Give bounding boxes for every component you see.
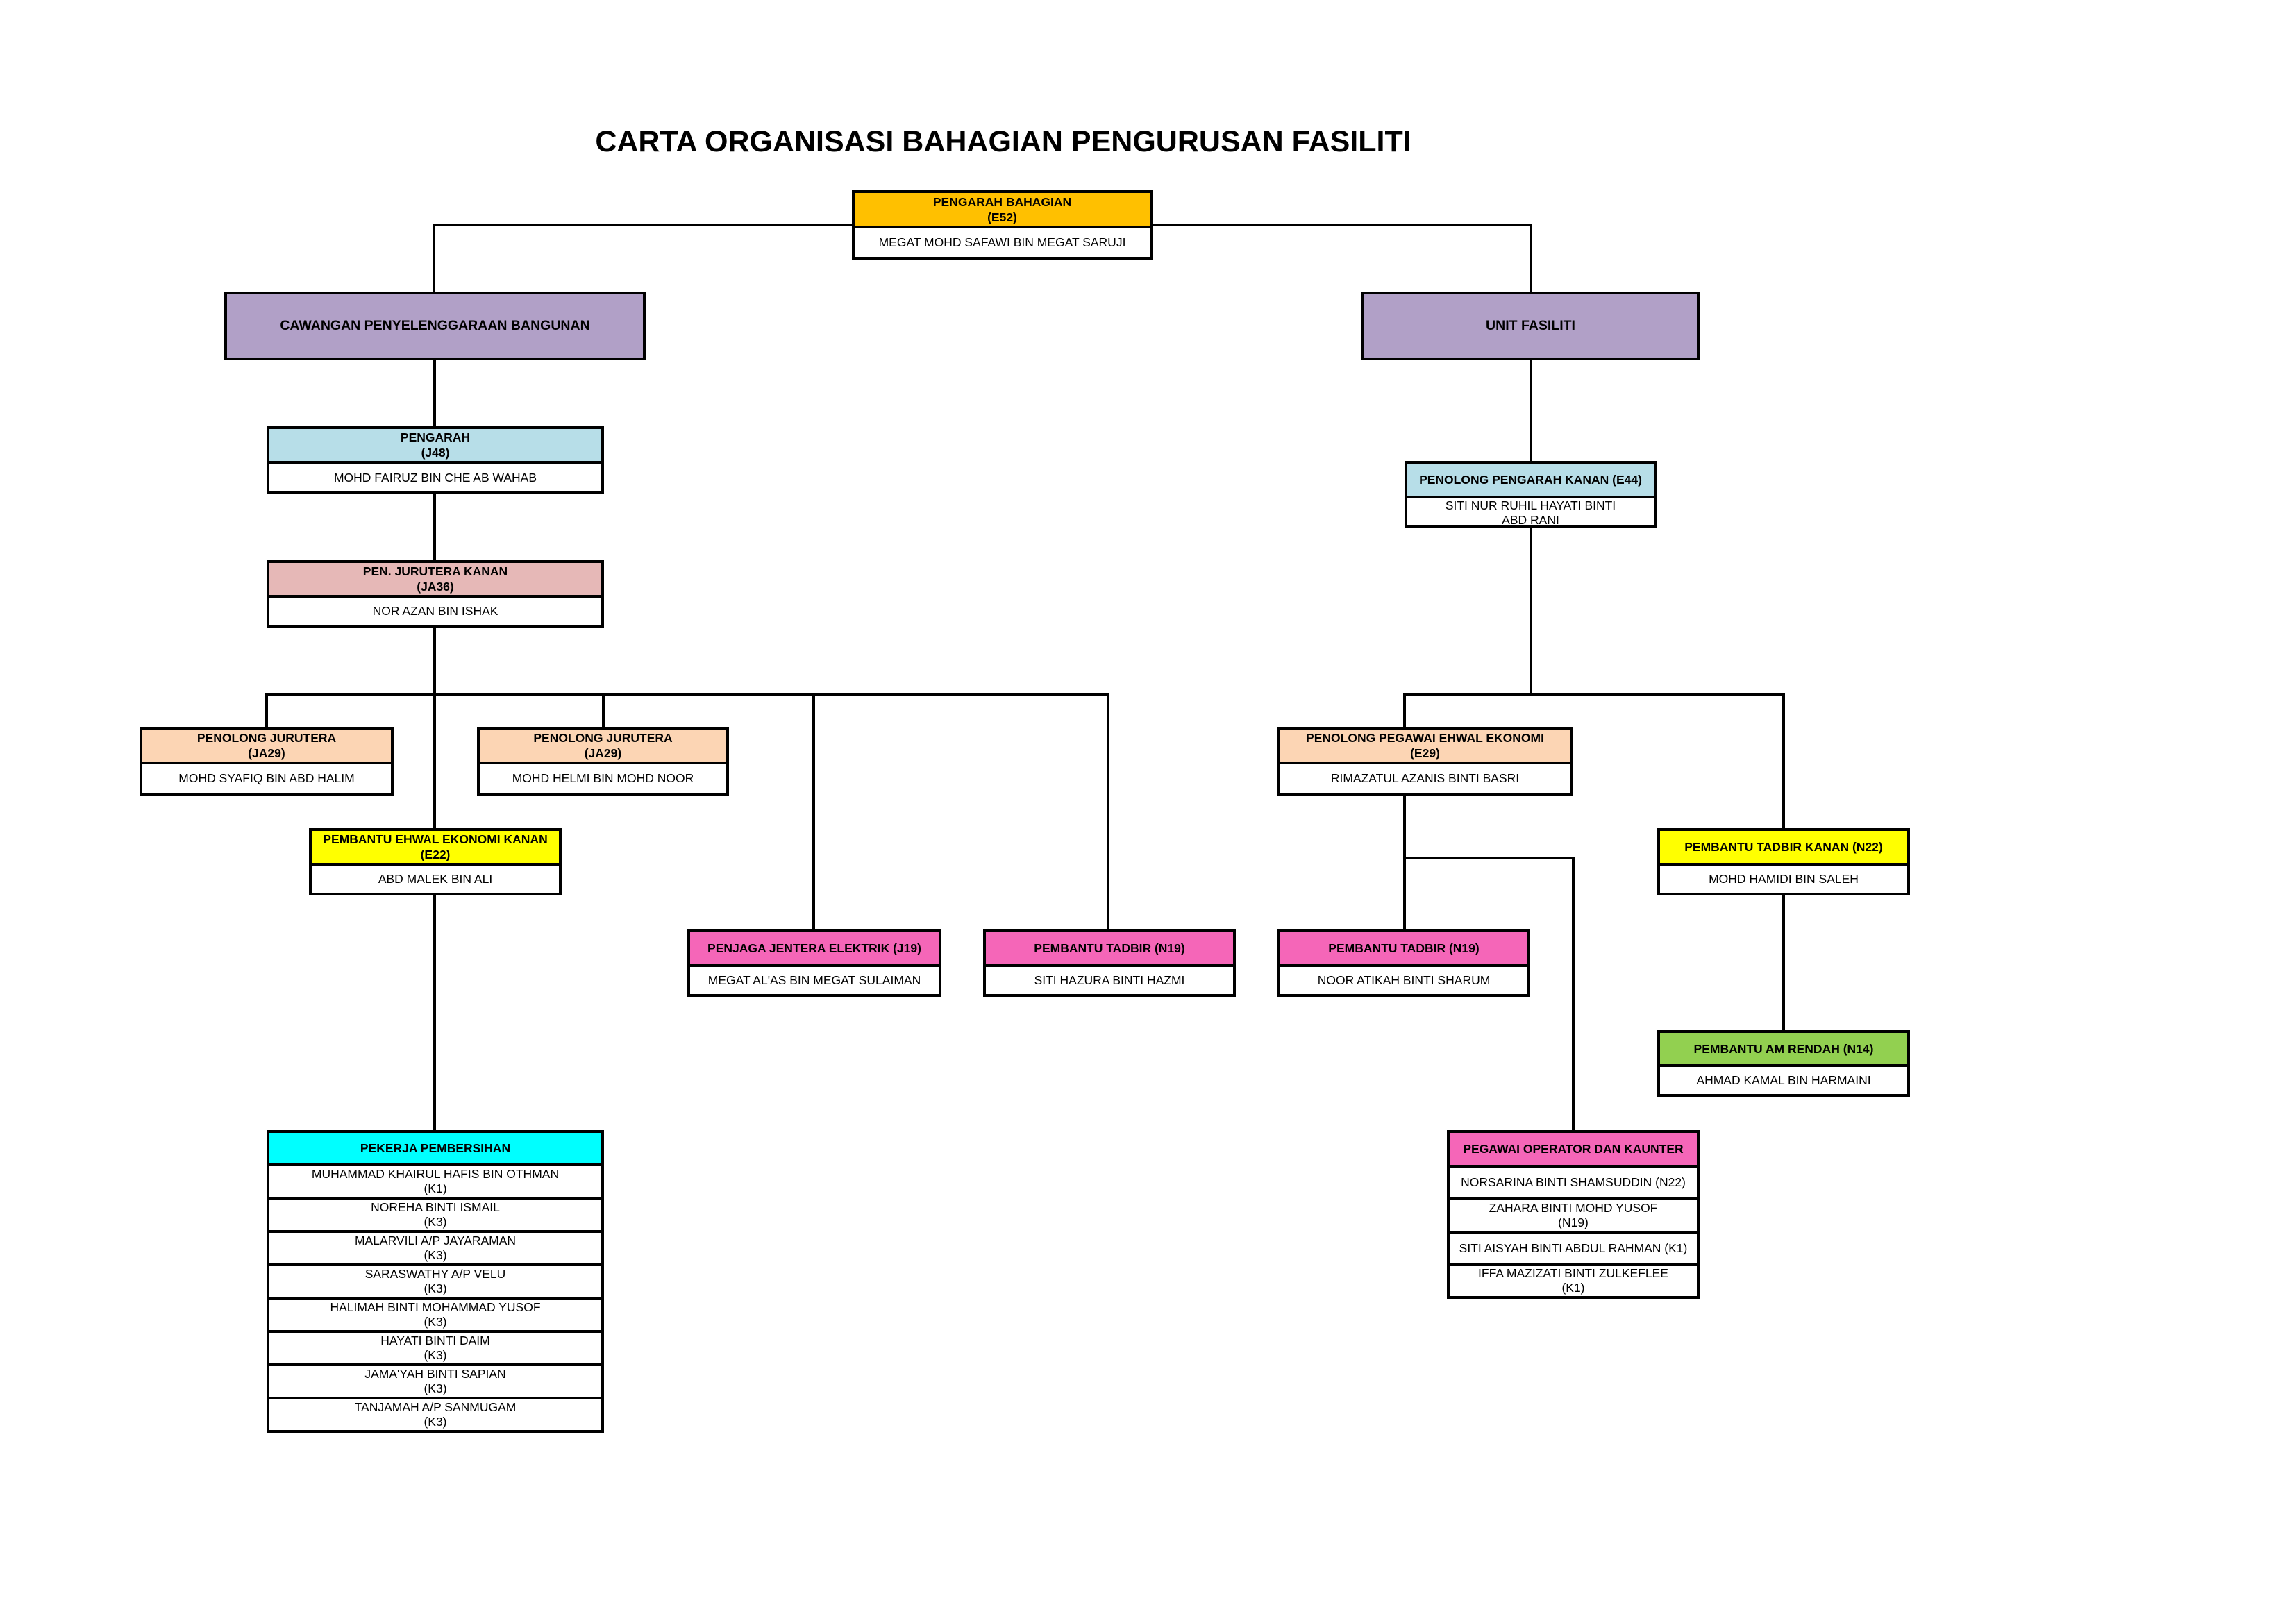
branch-unit-fasiliti: UNIT FASILITI bbox=[1361, 292, 1700, 360]
box-member: SARASWATHY A/P VELU (K3) bbox=[269, 1263, 601, 1297]
box-member: ZAHARA BINTI MOHD YUSOF (N19) bbox=[1450, 1197, 1697, 1230]
chart-title: CARTA ORGANISASI BAHAGIAN PENGURUSAN FAS… bbox=[595, 125, 1411, 158]
box-member: MOHD HELMI BIN MOHD NOOR bbox=[512, 771, 694, 785]
org-box-pekerja-pembersihan: PEKERJA PEMBERSIHAN MUHAMMAD KHAIRUL HAF… bbox=[267, 1130, 604, 1433]
box-header: PENOLONG JURUTERA (JA29) bbox=[480, 730, 726, 764]
org-box-pembantu-tadbir-kanan: PEMBANTU TADBIR KANAN (N22) MOHD HAMIDI … bbox=[1657, 828, 1910, 895]
box-header: PEMBANTU TADBIR KANAN (N22) bbox=[1660, 831, 1907, 866]
box-member: MEGAT MOHD SAFAWI BIN MEGAT SARUJI bbox=[878, 235, 1126, 249]
org-box-penjaga-jentera-elektrik: PENJAGA JENTERA ELEKTRIK (J19) MEGAT AL'… bbox=[687, 929, 941, 997]
connector-left-horizontal bbox=[265, 693, 1109, 930]
org-box-pembantu-tadbir-left: PEMBANTU TADBIR (N19) SITI HAZURA BINTI … bbox=[983, 929, 1236, 997]
box-member: TANJAMAH A/P SANMUGAM (K3) bbox=[269, 1397, 601, 1430]
box-header: PENOLONG PEGAWAI EHWAL EKONOMI (E29) bbox=[1280, 730, 1570, 764]
box-member: NOR AZAN BIN ISHAK bbox=[372, 604, 498, 618]
box-member: NORSARINA BINTI SHAMSUDDIN (N22) bbox=[1461, 1175, 1686, 1190]
org-box-pembantu-tadbir-right: PEMBANTU TADBIR (N19) NOOR ATIKAH BINTI … bbox=[1277, 929, 1530, 997]
box-header: PENGARAH (J48) bbox=[269, 429, 601, 464]
box-member: ABD MALEK BIN ALI bbox=[378, 872, 493, 886]
box-member: JAMA'YAH BINTI SAPIAN (K3) bbox=[269, 1363, 601, 1397]
connector-right-horizontal bbox=[1403, 693, 1785, 830]
box-header: PEGAWAI OPERATOR DAN KAUNTER bbox=[1450, 1133, 1697, 1168]
box-member: MOHD FAIRUZ BIN CHE AB WAHAB bbox=[333, 470, 537, 485]
box-header: PENGARAH BAHAGIAN (E52) bbox=[855, 193, 1150, 228]
org-box-penolong-pegawai-ehwal-ekonomi: PENOLONG PEGAWAI EHWAL EKONOMI (E29) RIM… bbox=[1277, 727, 1573, 796]
box-member: HALIMAH BINTI MOHAMMAD YUSOF (K3) bbox=[269, 1297, 601, 1330]
box-header: PENJAGA JENTERA ELEKTRIK (J19) bbox=[690, 932, 939, 967]
box-member: NOOR ATIKAH BINTI SHARUM bbox=[1317, 973, 1491, 987]
box-member: MOHD HAMIDI BIN SALEH bbox=[1709, 872, 1859, 886]
box-header: PEMBANTU EHWAL EKONOMI KANAN (E22) bbox=[312, 831, 559, 866]
org-box-pegawai-operator-kaunter: PEGAWAI OPERATOR DAN KAUNTER NORSARINA B… bbox=[1447, 1130, 1700, 1299]
box-header: PEMBANTU AM RENDAH (N14) bbox=[1660, 1033, 1907, 1067]
org-box-pembantu-am-rendah: PEMBANTU AM RENDAH (N14) AHMAD KAMAL BIN… bbox=[1657, 1030, 1910, 1097]
box-header: PEMBANTU TADBIR (N19) bbox=[986, 932, 1233, 967]
box-member: SITI NUR RUHIL HAYATI BINTI ABD RANI bbox=[1445, 498, 1616, 527]
box-member: HAYATI BINTI DAIM (K3) bbox=[269, 1330, 601, 1363]
box-member: SITI HAZURA BINTI HAZMI bbox=[1034, 973, 1185, 987]
box-header: PEMBANTU TADBIR (N19) bbox=[1280, 932, 1527, 967]
box-header: PENOLONG PENGARAH KANAN (E44) bbox=[1407, 464, 1654, 498]
box-member: MOHD SYAFIQ BIN ABD HALIM bbox=[178, 771, 355, 785]
org-box-penolong-pengarah-kanan: PENOLONG PENGARAH KANAN (E44) SITI NUR R… bbox=[1405, 461, 1657, 528]
box-member: MALARVILI A/P JAYARAMAN (K3) bbox=[269, 1230, 601, 1263]
box-member: MUHAMMAD KHAIRUL HAFIS BIN OTHMAN (K1) bbox=[311, 1167, 560, 1195]
box-member: IFFA MAZIZATI BINTI ZULKEFLEE (K1) bbox=[1450, 1263, 1697, 1296]
branch-cawangan-penyelenggaraan: CAWANGAN PENYELENGGARAAN BANGUNAN bbox=[224, 292, 646, 360]
box-member: SITI AISYAH BINTI ABDUL RAHMAN (K1) bbox=[1450, 1230, 1697, 1263]
org-box-pengarah-bahagian: PENGARAH BAHAGIAN (E52) MEGAT MOHD SAFAW… bbox=[852, 190, 1153, 260]
box-header: PENOLONG JURUTERA (JA29) bbox=[142, 730, 391, 764]
connector-right-lower bbox=[1403, 793, 1785, 1132]
box-member: AHMAD KAMAL BIN HARMAINI bbox=[1696, 1073, 1871, 1087]
box-header: PEN. JURUTERA KANAN (JA36) bbox=[269, 563, 601, 598]
org-box-pen-jurutera-kanan: PEN. JURUTERA KANAN (JA36) NOR AZAN BIN … bbox=[267, 560, 604, 628]
box-member: NOREHA BINTI ISMAIL (K3) bbox=[269, 1197, 601, 1230]
org-box-pengarah-j48: PENGARAH (J48) MOHD FAIRUZ BIN CHE AB WA… bbox=[267, 426, 604, 494]
box-header: PEKERJA PEMBERSIHAN bbox=[269, 1133, 601, 1166]
org-box-pembantu-ehwal-ekonomi-kanan: PEMBANTU EHWAL EKONOMI KANAN (E22) ABD M… bbox=[309, 828, 562, 895]
box-member: RIMAZATUL AZANIS BINTI BASRI bbox=[1330, 771, 1520, 785]
org-box-penolong-jurutera-2: PENOLONG JURUTERA (JA29) MOHD HELMI BIN … bbox=[477, 727, 729, 796]
box-member: MEGAT AL'AS BIN MEGAT SULAIMAN bbox=[707, 973, 921, 987]
org-box-penolong-jurutera-1: PENOLONG JURUTERA (JA29) MOHD SYAFIQ BIN… bbox=[140, 727, 394, 796]
